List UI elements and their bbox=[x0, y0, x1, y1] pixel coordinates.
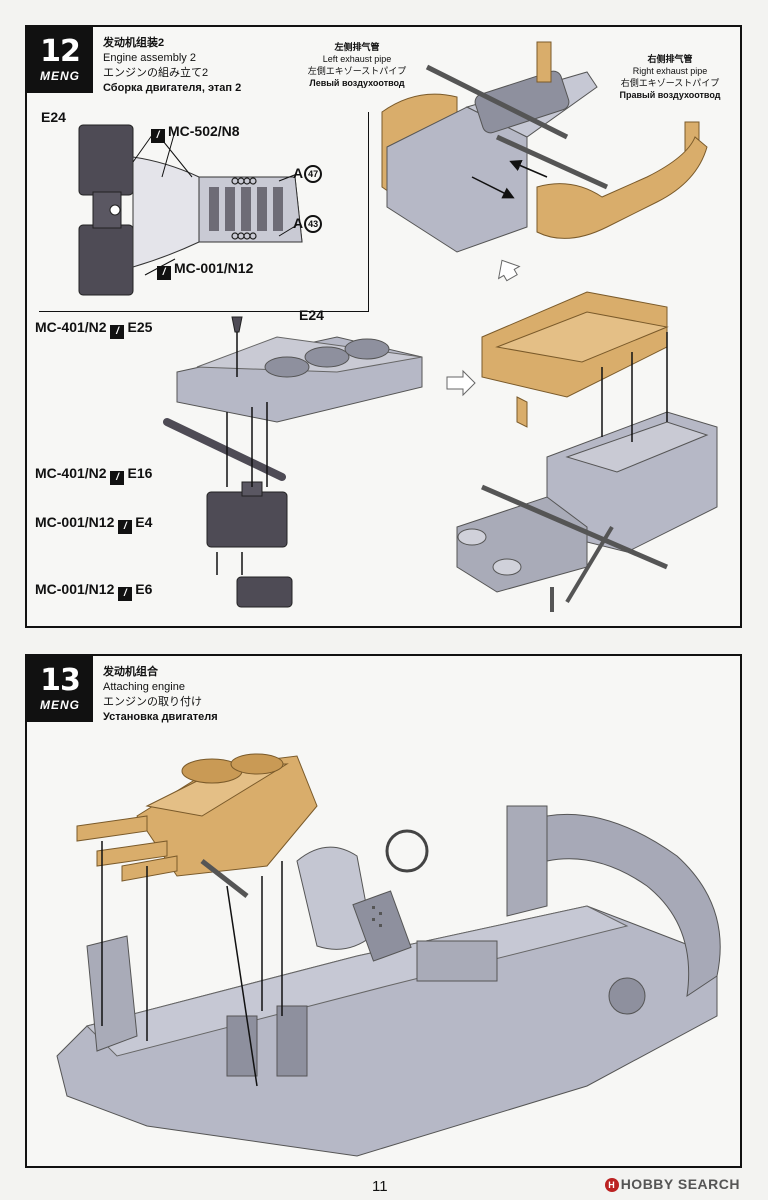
page-number: 11 bbox=[372, 1178, 388, 1195]
decal-number-icon: 43 bbox=[304, 215, 323, 233]
paint-brush-icon: / bbox=[151, 129, 165, 143]
e16-label: MC-401/N2 /E16 bbox=[35, 465, 153, 485]
e6-label: MC-001/N12 /E6 bbox=[35, 581, 153, 601]
e4-label: MC-001/N12 /E4 bbox=[35, 514, 153, 534]
paint-brush-icon: / bbox=[110, 471, 125, 485]
step-number: 13 bbox=[40, 663, 81, 698]
brand-logo: MENG bbox=[40, 698, 80, 712]
brand-logo: MENG bbox=[40, 69, 80, 83]
right-arrow-icon bbox=[446, 369, 476, 397]
engine-cover-inset bbox=[39, 112, 369, 312]
title-jp: エンジンの取り付け bbox=[103, 696, 202, 708]
engine-cover-exploded-drawing bbox=[163, 316, 423, 608]
step-title: 发动机组合 Attaching engine エンジンの取り付け Установ… bbox=[103, 665, 218, 725]
engine-cover-inset-drawing bbox=[78, 124, 303, 296]
title-ru: Установка двигателя bbox=[103, 711, 218, 723]
inset-part-label: E24 bbox=[41, 109, 66, 125]
assembly-arrows bbox=[101, 841, 283, 1087]
paint-brush-icon: / bbox=[118, 587, 133, 601]
e24-label: E24 bbox=[299, 307, 324, 323]
exhaust-assembly-drawing bbox=[381, 41, 708, 253]
paint-brush-icon: / bbox=[110, 325, 125, 339]
left-exhaust-note: 左侧排气管 Left exhaust pipe 左側エキゾーストパイプ Левы… bbox=[307, 42, 407, 88]
title-cn: 发动机组合 bbox=[103, 666, 158, 678]
step-badge: 12 MENG bbox=[27, 27, 93, 93]
engine-drawing bbox=[76, 753, 318, 898]
step-badge: 13 MENG bbox=[27, 656, 93, 722]
step-12-panel: 12 MENG 发动机组装2 Engine assembly 2 エンジンの組み… bbox=[25, 25, 742, 628]
chassis-drawing bbox=[56, 805, 721, 1157]
step-12-illustration bbox=[78, 41, 718, 612]
paint-brush-icon: / bbox=[157, 266, 171, 280]
step-title: 发动机组装2 Engine assembly 2 エンジンの組み立て2 Сбор… bbox=[103, 36, 241, 96]
title-en: Attaching engine bbox=[103, 681, 185, 693]
title-ru: Сборка двигателя, этап 2 bbox=[103, 82, 242, 94]
title-cn: 发动机组装2 bbox=[103, 37, 165, 49]
hobby-search-logo-icon: H bbox=[604, 1178, 619, 1192]
inset-paint-top-label: /MC-502/N8 bbox=[151, 123, 240, 143]
step-number: 12 bbox=[40, 34, 81, 69]
step-13-panel: 13 MENG 发动机组合 Attaching engine エンジンの取り付け… bbox=[25, 654, 742, 1168]
engine-block-drawing bbox=[456, 291, 718, 612]
title-jp: エンジンの組み立て2 bbox=[103, 67, 209, 79]
right-exhaust-note: 右侧排气管 Right exhaust pipe 右側エキゾーストパイプ Пра… bbox=[619, 54, 721, 100]
inset-paint-bottom-label: /MC-001/N12 bbox=[157, 260, 253, 280]
decal-number-icon: 47 bbox=[304, 165, 323, 183]
down-arrow-icon bbox=[497, 259, 521, 282]
title-en: Engine assembly 2 bbox=[103, 52, 196, 64]
paint-brush-icon: / bbox=[118, 520, 133, 534]
step-13-illustration bbox=[56, 753, 721, 1157]
e25-label: MC-401/N2 /E25 bbox=[35, 319, 153, 339]
